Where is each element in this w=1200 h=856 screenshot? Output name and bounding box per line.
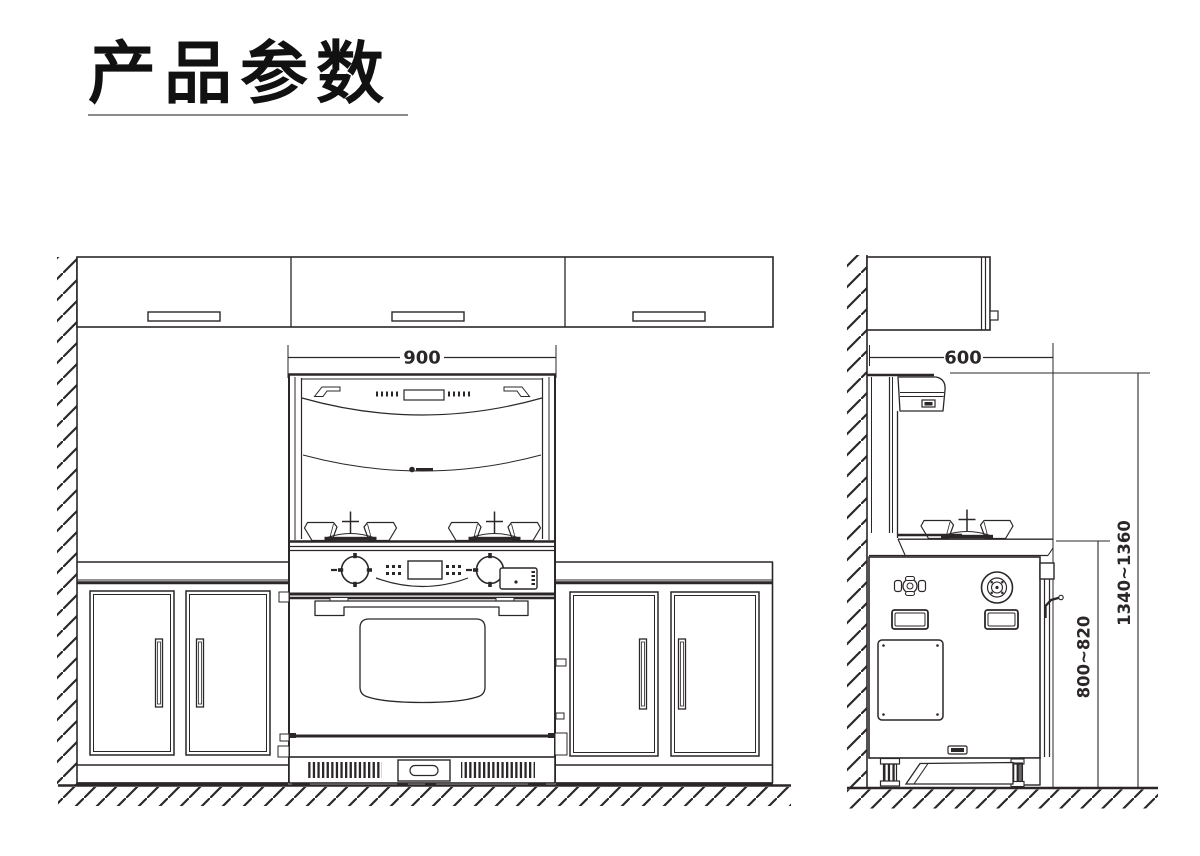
oven — [288, 596, 556, 738]
hood-swoosh-right — [503, 386, 531, 397]
gas-pipe — [1044, 596, 1061, 618]
base-cabinet-left — [77, 561, 288, 785]
vent-slats-right — [461, 762, 535, 778]
panel-buttons-left — [386, 565, 401, 575]
stove-body-side — [868, 556, 1064, 786]
hood-display — [403, 389, 445, 401]
page-title: 产品参数 — [88, 35, 393, 114]
cabinet-handle — [391, 311, 465, 322]
wall-hatch-left — [57, 257, 78, 785]
hood-front-curve — [301, 397, 543, 416]
burner-right — [447, 510, 542, 542]
vent-grille — [288, 756, 556, 787]
plinth — [904, 761, 1014, 785]
oven-handle — [314, 600, 529, 617]
cooktop — [288, 510, 556, 548]
gas-valve — [893, 575, 927, 597]
floor — [847, 786, 1158, 809]
cabinet-handle — [632, 311, 706, 322]
dim-label-depth: 600 — [944, 348, 982, 369]
oven-window — [359, 618, 486, 704]
wall-hatch-right — [847, 255, 868, 788]
base-cabinet-right — [556, 561, 774, 785]
cabinet-handle — [147, 311, 221, 322]
floor — [58, 784, 791, 806]
adjustable-foot — [882, 763, 898, 783]
knob-left — [329, 551, 374, 589]
hood-buttons-left — [376, 391, 398, 397]
dimension-width-900: 900 — [287, 345, 557, 378]
dim-label-overall-height: 1340~1360 — [1115, 520, 1134, 626]
door-handle — [638, 638, 648, 710]
access-panel — [877, 639, 944, 721]
panel-buttons-right — [446, 565, 461, 575]
upper-cabinet-side — [866, 256, 999, 331]
range-hood — [288, 373, 556, 541]
control-panel — [288, 549, 556, 596]
burner-left — [303, 510, 398, 542]
fan-motor — [980, 571, 1014, 604]
adjustable-foot — [1011, 762, 1024, 783]
vent-box-right — [984, 609, 1019, 630]
upper-cabinets — [76, 256, 774, 328]
rear-channel — [1019, 562, 1064, 786]
door-handle — [677, 638, 687, 710]
counter-side — [869, 533, 1054, 557]
side-view: 600 — [847, 255, 1158, 809]
dim-label-width: 900 — [403, 348, 441, 369]
front-view: 900 — [57, 256, 791, 806]
hood-side — [867, 373, 946, 538]
title-underline — [88, 114, 408, 116]
brand-logo — [409, 466, 433, 473]
name-plate — [499, 567, 538, 590]
feet-and-plinth — [879, 757, 1025, 788]
filler-tabs — [277, 591, 568, 758]
oven-display — [407, 560, 443, 580]
vent-box-left — [891, 609, 929, 630]
dimension-overall-height: 1340~1360 — [950, 372, 1150, 788]
door-handle — [154, 638, 164, 708]
vent-slats-left — [308, 762, 382, 778]
bottom-badge — [947, 745, 968, 755]
dimension-counter-height: 800~820 — [1056, 540, 1110, 788]
dim-label-counter-height: 800~820 — [1075, 616, 1094, 699]
hood-buttons-right — [448, 391, 470, 397]
hood-swoosh-left — [313, 386, 341, 397]
door-handle — [195, 638, 205, 708]
